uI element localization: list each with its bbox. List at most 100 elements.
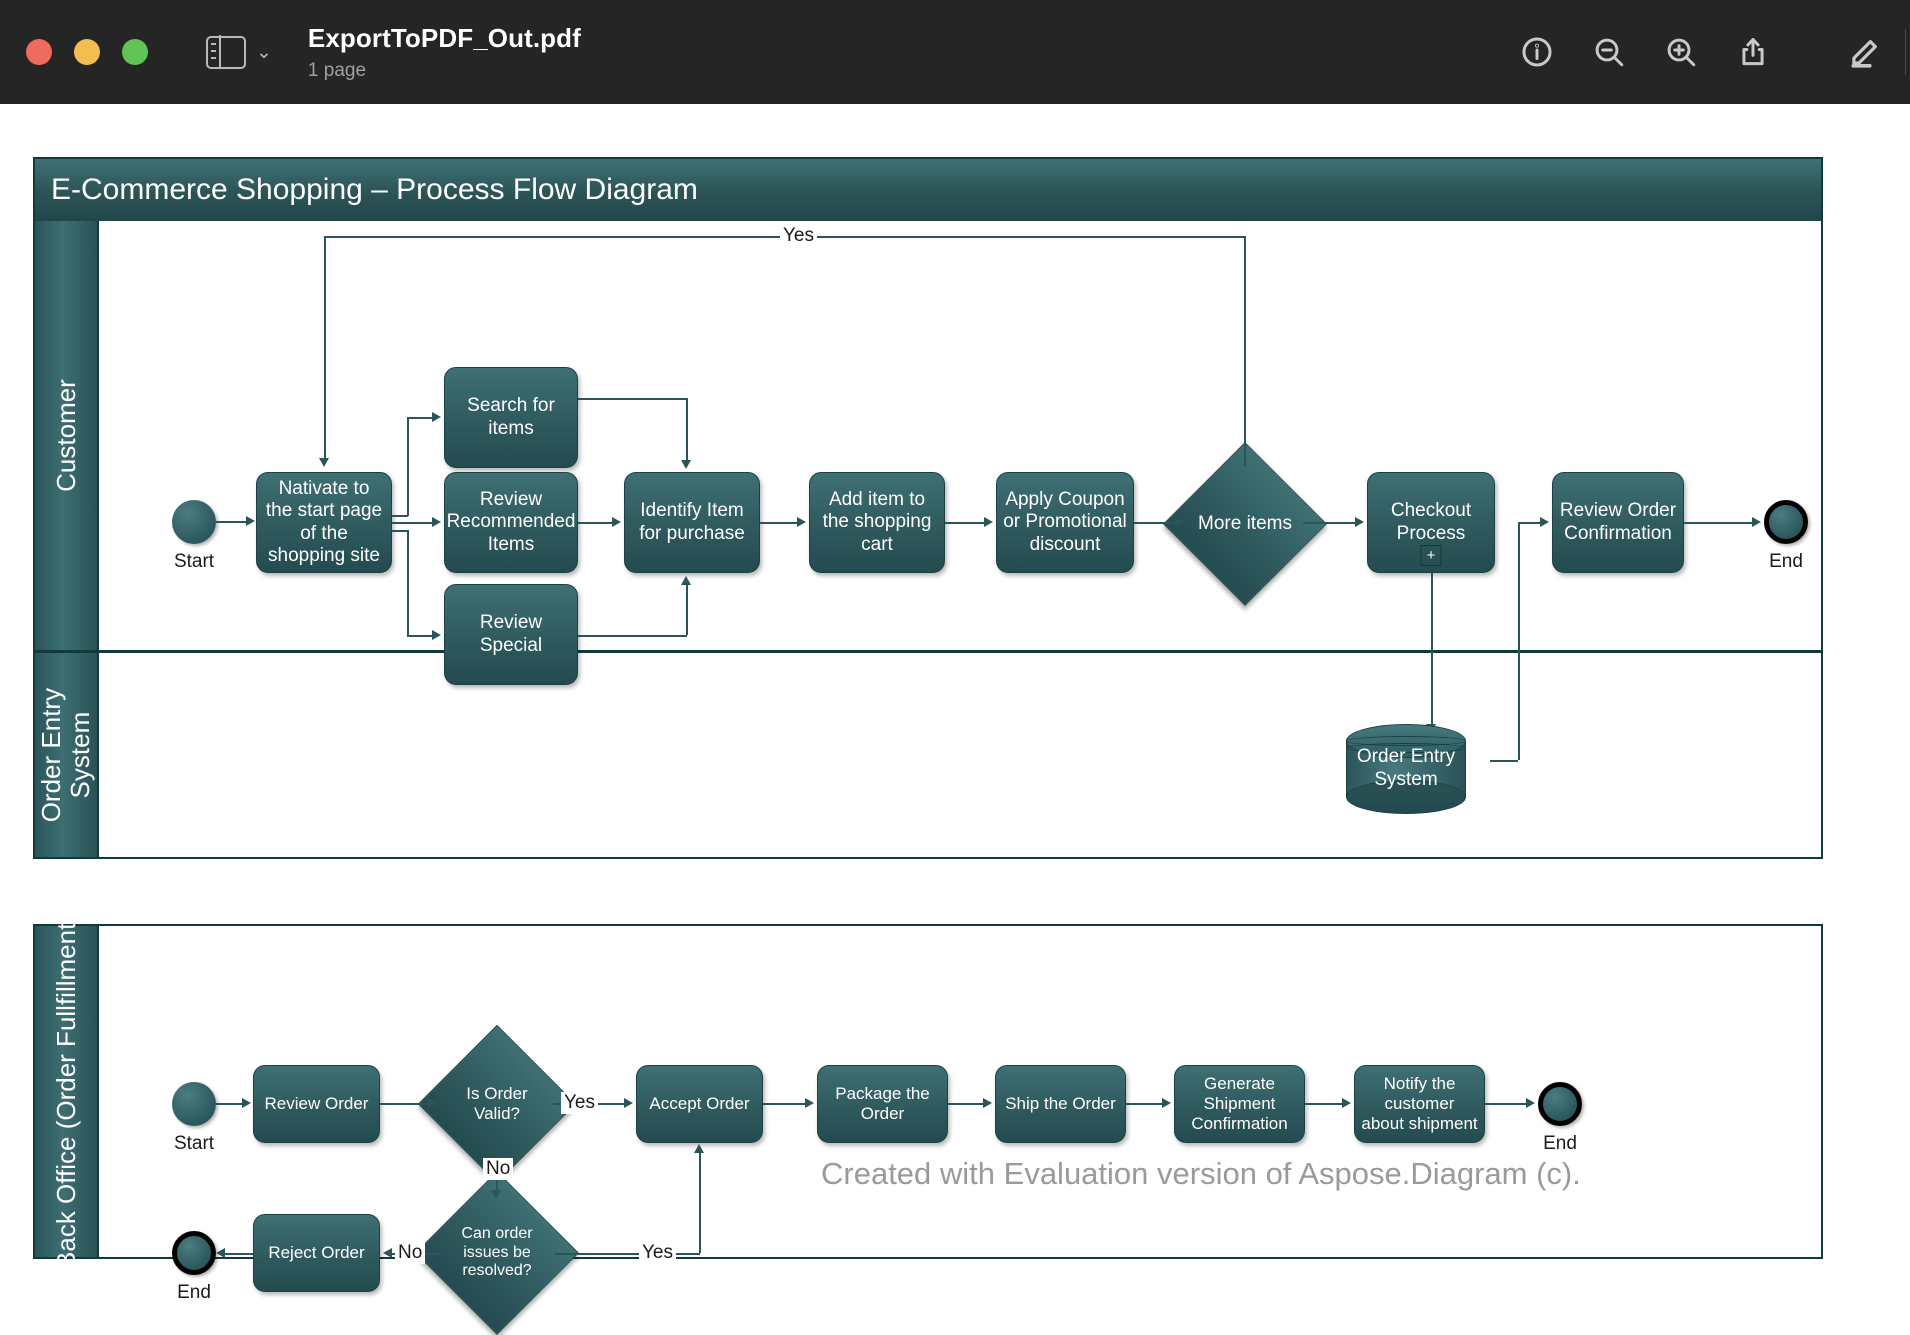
node-add-to-cart[interactable]: Add item to the shopping cart <box>809 472 945 573</box>
window-traffic-lights <box>26 39 148 65</box>
connector <box>1126 1103 1162 1105</box>
share-button[interactable] <box>1717 0 1789 104</box>
connector-arrow <box>1540 517 1549 527</box>
node-can-resolve-label: Can order issues be resolved? <box>461 1225 533 1280</box>
connector-arrow <box>1342 1098 1351 1108</box>
minimize-window-button[interactable] <box>74 39 100 65</box>
connector <box>216 1103 242 1105</box>
node-can-resolve-decision[interactable]: Can order issues be resolved? <box>414 1170 580 1335</box>
connector-arrow <box>681 460 691 469</box>
connector <box>392 530 408 532</box>
connector <box>407 635 432 637</box>
close-window-button[interactable] <box>26 39 52 65</box>
node-review-order[interactable]: Review Order <box>253 1065 380 1143</box>
connector-arrow <box>1752 517 1761 527</box>
zoom-in-button[interactable] <box>1645 0 1717 104</box>
pool-top: E-Commerce Shopping – Process Flow Diagr… <box>33 157 1823 859</box>
node-is-order-valid-decision[interactable]: Is Order Valid? <box>417 1024 577 1184</box>
connector <box>392 515 408 517</box>
edge-label-valid-yes: Yes <box>561 1092 598 1114</box>
connector <box>1431 573 1433 724</box>
evaluation-watermark: Created with Evaluation version of Aspos… <box>821 1156 1581 1191</box>
connector-arrow <box>242 1098 251 1108</box>
connector-arrow <box>1355 517 1364 527</box>
connector <box>699 1153 701 1253</box>
sidebar-toggle-group[interactable]: ⌄ <box>206 35 272 69</box>
connector <box>407 417 409 516</box>
datastore-ring <box>1346 743 1466 753</box>
maximize-window-button[interactable] <box>122 39 148 65</box>
chevron-down-icon[interactable]: ⌄ <box>256 41 272 63</box>
sidebar-icon[interactable] <box>206 35 246 69</box>
markup-button[interactable] <box>1829 0 1901 104</box>
connector <box>948 1103 983 1105</box>
connector-arrow <box>681 576 691 585</box>
subprocess-plus-icon[interactable]: + <box>1420 545 1442 566</box>
toolbar-divider <box>1905 29 1906 75</box>
connector <box>945 522 984 524</box>
pool-back-office: Back Office (Order Fullfillment) Start R… <box>33 914 1823 1335</box>
node-apply-coupon[interactable]: Apply Coupon or Promotional discount <box>996 472 1134 573</box>
connector <box>578 398 687 400</box>
lane-label-customer-text: Customer <box>50 379 81 492</box>
connector-arrow <box>432 412 441 422</box>
connector-arrow <box>612 517 621 527</box>
connector <box>578 522 612 524</box>
connector-arrow <box>432 630 441 640</box>
end-event-reject <box>172 1231 216 1275</box>
connector-arrow <box>1526 1098 1535 1108</box>
zoom-out-button[interactable] <box>1573 0 1645 104</box>
connector <box>1134 522 1175 524</box>
node-more-items-decision[interactable]: More items <box>1162 441 1328 607</box>
node-package-order[interactable]: Package the Order <box>817 1065 948 1143</box>
node-search-items[interactable]: Search for items <box>444 367 578 468</box>
connector <box>225 1253 253 1255</box>
connector-arrow <box>983 1098 992 1108</box>
end-event-back-office-label: End <box>1543 1133 1577 1154</box>
connector-arrow <box>432 517 441 527</box>
node-reject-order[interactable]: Reject Order <box>253 1214 380 1292</box>
connector-arrow <box>694 1144 704 1153</box>
node-notify-customer[interactable]: Notify the customer about shipment <box>1354 1065 1485 1143</box>
node-accept-order[interactable]: Accept Order <box>636 1065 763 1143</box>
node-review-special[interactable]: Review Special <box>444 584 578 685</box>
edge-label-more-items-yes: Yes <box>780 225 817 247</box>
end-event-customer-label: End <box>1769 551 1803 572</box>
document-file-name: ExportToPDF_Out.pdf <box>307 22 581 53</box>
node-is-order-valid-label: Is Order Valid? <box>466 1084 528 1123</box>
datastore-order-entry-system[interactable]: Order Entry System <box>1346 724 1466 814</box>
pdf-page-canvas[interactable]: E-Commerce Shopping – Process Flow Diagr… <box>0 104 1910 1335</box>
connector-arrow <box>984 517 993 527</box>
connector-arrow <box>491 1190 501 1199</box>
node-checkout-process[interactable]: Checkout Process + <box>1367 472 1495 573</box>
document-title-block: ExportToPDF_Out.pdf 1 page <box>308 23 581 82</box>
connector-arrow <box>216 1248 225 1258</box>
connector <box>380 1103 428 1105</box>
connector-arrow <box>1175 517 1184 527</box>
lane-label-back-office-text: Back Office (Order Fullfillment) <box>50 914 81 1269</box>
zoom-out-icon <box>1595 38 1624 67</box>
connector-arrow <box>246 516 255 526</box>
connector-arrow <box>383 1248 392 1258</box>
zoom-in-icon <box>1667 38 1696 67</box>
connector <box>686 585 688 635</box>
connector-arrow <box>797 517 806 527</box>
info-button[interactable] <box>1501 0 1573 104</box>
node-identify-item[interactable]: Identify Item for purchase <box>624 472 760 573</box>
lane-label-customer: Customer <box>35 221 99 650</box>
start-event-back-office <box>172 1082 216 1126</box>
node-review-recommended[interactable]: Review Recommended Items <box>444 472 578 573</box>
end-event-customer <box>1764 500 1808 544</box>
node-review-order-confirmation[interactable]: Review Order Confirmation <box>1552 472 1684 573</box>
connector <box>1303 522 1355 524</box>
connector <box>1244 236 1246 466</box>
node-navigate[interactable]: Nativate to the start page of the shoppi… <box>256 472 392 573</box>
lane-label-order-entry: Order Entry System <box>35 653 99 857</box>
end-event-back-office <box>1538 1082 1582 1126</box>
node-ship-order[interactable]: Ship the Order <box>995 1065 1126 1143</box>
connector <box>392 522 432 524</box>
document-page-count: 1 page <box>307 59 367 81</box>
lane-label-back-office: Back Office (Order Fullfillment) <box>35 914 99 1269</box>
node-generate-shipment-confirmation[interactable]: Generate Shipment Confirmation <box>1174 1065 1305 1143</box>
start-event-customer-label: Start <box>173 551 215 572</box>
